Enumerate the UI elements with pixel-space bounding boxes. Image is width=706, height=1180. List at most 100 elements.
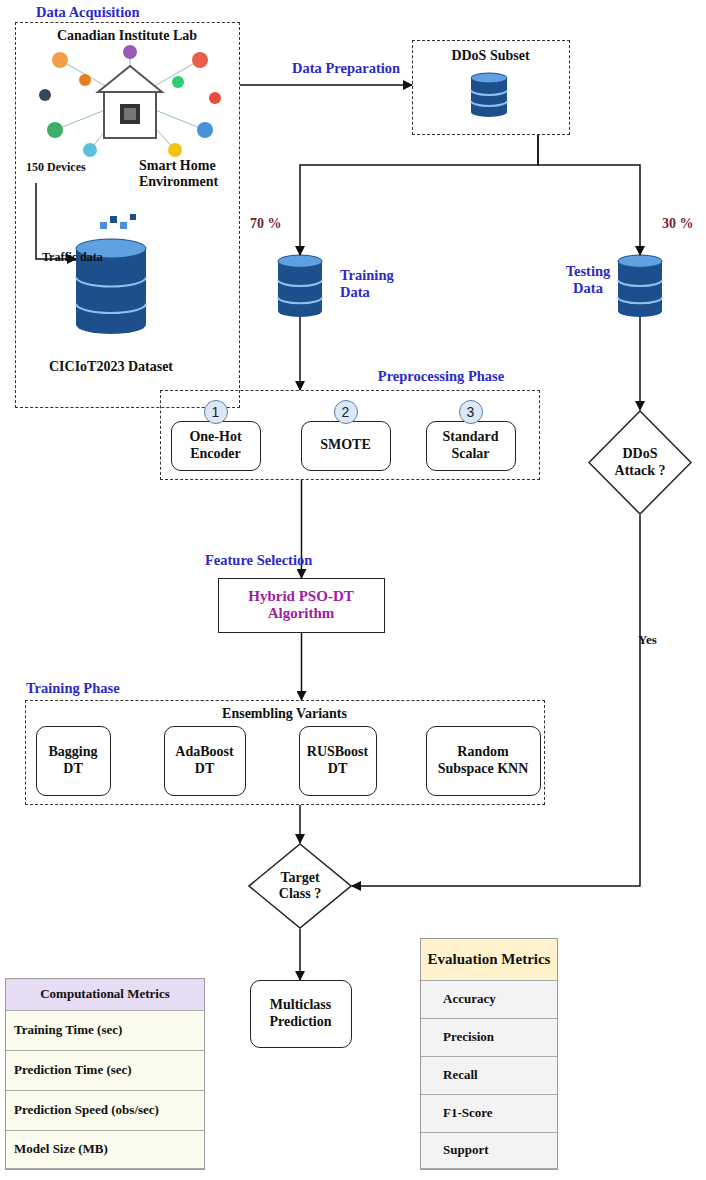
db-band: [471, 101, 507, 106]
db-band: [618, 280, 662, 286]
flow-arrow: [36, 183, 76, 259]
process-box: RUSBoost DT: [299, 726, 377, 796]
flow-arrow: [299, 805, 301, 843]
edge-label: 30 %: [662, 216, 694, 232]
node-text: Hybrid PSO-DT Algorithm: [225, 579, 377, 631]
flow-arrow: [240, 84, 412, 86]
device-icon: [172, 76, 184, 88]
db-band: [618, 297, 662, 303]
node-heading: Computational Metrics: [6, 979, 204, 1011]
db-band: [278, 297, 322, 303]
decision-diamond: Target Class ?: [248, 843, 352, 929]
device-icon: [209, 92, 221, 104]
data-square: [120, 222, 127, 229]
edge-label: Data Preparation: [292, 60, 400, 77]
database-node: Testing Data: [618, 255, 662, 317]
node-text: Support: [421, 1133, 557, 1169]
device-icon: [47, 122, 63, 138]
section-label: Feature Selection: [205, 552, 312, 569]
db-body: [618, 261, 662, 317]
node-text: Accuracy: [421, 981, 557, 1019]
node-heading: 3: [459, 400, 483, 424]
node-text: One-Hot Encoder: [172, 422, 259, 469]
node-text: Recall: [421, 1057, 557, 1095]
node-text: Multiclass Prediction: [255, 981, 346, 1046]
flow-arrow: [300, 135, 538, 255]
node-text: SMOTE: [302, 422, 389, 469]
db-band: [278, 280, 322, 286]
chip-core: [124, 108, 136, 120]
node-text: AdaBoost DT: [165, 727, 244, 794]
node-text: CICIoT2023 Dataset: [26, 357, 196, 377]
process-box: 1One-Hot Encoder: [171, 421, 261, 471]
node-text: Model Size (MB): [6, 1131, 204, 1169]
node-text: Preprocessing Phase: [346, 367, 536, 385]
flow-arrow: [301, 633, 303, 700]
node-text: Prediction Speed (obs/sec): [6, 1091, 204, 1131]
edge-label: 70 %: [250, 216, 282, 232]
house-wall: [104, 92, 156, 138]
node-heading: 150 Devices: [26, 161, 106, 175]
device-icon: [197, 122, 213, 138]
device-icon: [123, 45, 137, 59]
node-heading: Evaluation Metrics: [421, 939, 557, 981]
decision-diamond: DDoS Attack ?: [588, 410, 692, 515]
node-heading: 2: [334, 400, 358, 424]
data-square: [110, 216, 117, 223]
node-text: Canadian Institute Lab: [16, 27, 238, 45]
device-icon: [83, 143, 97, 157]
edge-label: Yes: [638, 632, 657, 648]
node-text: Standard Scalar: [427, 422, 514, 469]
node-text: Bagging DT: [37, 727, 109, 794]
node-text: Training Time (sec): [6, 1011, 204, 1051]
db-top: [618, 255, 662, 267]
db-band: [471, 90, 507, 95]
database-shape: [278, 255, 322, 317]
smart-home-illustration: [39, 45, 221, 157]
device-icon: [39, 89, 51, 101]
data-squares-icon: [100, 214, 136, 229]
device-icon: [52, 52, 68, 68]
process-box: Hybrid PSO-DT Algorithm: [218, 578, 385, 633]
db-body: [278, 261, 322, 317]
edge-label: Traffic data: [42, 250, 103, 265]
node-text: Smart Home Environment: [139, 158, 239, 190]
node-text: Prediction Time (sec): [6, 1051, 204, 1091]
database-shape: [618, 255, 662, 317]
process-box: 2SMOTE: [301, 421, 391, 471]
metrics-table: Computational MetricsTraining Time (sec)…: [5, 978, 205, 1170]
node-text: Testing Data: [560, 263, 616, 296]
metrics-table: Evaluation MetricsAccuracyPrecisionRecal…: [420, 938, 558, 1170]
node-text: Random Subspace KNN: [437, 727, 529, 794]
node-text: RUSBoost DT: [300, 727, 375, 794]
node-text: Ensembling Variants: [26, 705, 543, 723]
chip-icon: [120, 104, 140, 124]
output-box: Multiclass Prediction: [250, 980, 352, 1048]
group-box: Training PhaseEnsembling VariantsBagging…: [25, 700, 545, 805]
db-band: [76, 304, 146, 314]
db-body: [471, 78, 507, 117]
process-box: Bagging DT: [36, 726, 111, 796]
device-icon: [168, 143, 182, 157]
db-top: [278, 255, 322, 267]
group-box: DDoS Subset: [412, 40, 570, 135]
db-top: [471, 73, 507, 83]
node-heading: 1: [204, 400, 228, 424]
diamond-outline: [589, 411, 691, 514]
illustration-node: 150 DevicesSmart Home Environment: [26, 43, 236, 183]
group-box: Preprocessing Phase1One-Hot Encoder2SMOT…: [160, 390, 540, 480]
node-text: Target Class ?: [268, 843, 332, 929]
node-text: Training Data: [340, 267, 404, 300]
node-text: Precision: [421, 1019, 557, 1057]
node-text: DDoS Attack ?: [608, 410, 672, 515]
process-box: AdaBoost DT: [164, 726, 246, 796]
flow-arrow: [538, 135, 640, 255]
node-heading: Data Acquisition: [36, 3, 186, 21]
diamond-outline: [249, 844, 351, 928]
process-box: Random Subspace KNN: [426, 726, 541, 796]
flow-arrow: [299, 317, 301, 390]
node-text: DDoS Subset: [413, 47, 568, 65]
flow-arrow: [639, 317, 641, 410]
database-node: Training Data: [278, 255, 322, 317]
